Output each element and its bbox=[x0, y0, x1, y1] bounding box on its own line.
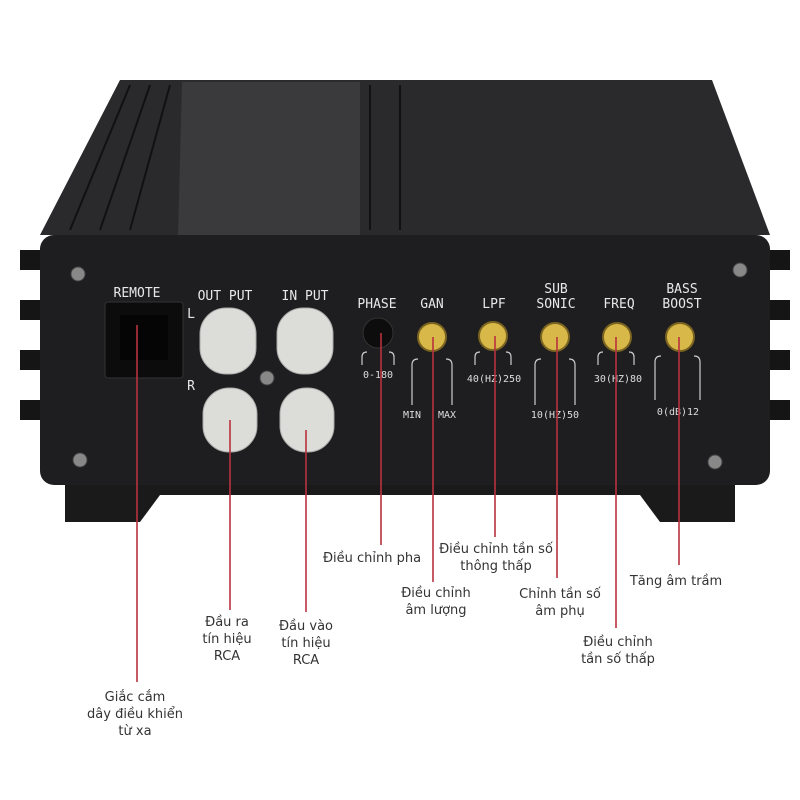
rca-connectors bbox=[199, 307, 335, 453]
label-lpf: LPF bbox=[482, 297, 506, 312]
gain-knob bbox=[417, 322, 447, 352]
callout-text: tần số thấp bbox=[581, 652, 655, 667]
callout-output: Đầu ra tín hiệu RCA bbox=[202, 614, 251, 665]
callout-text: tín hiệu bbox=[281, 636, 331, 651]
callout-text: Đầu vào bbox=[278, 619, 334, 634]
subsonic-knob bbox=[540, 322, 570, 352]
phase-range: 0-180 bbox=[363, 370, 393, 381]
output-rca-left bbox=[199, 307, 257, 375]
label-left: L bbox=[187, 307, 195, 322]
callout-text: Đầu ra bbox=[205, 615, 249, 630]
label-gain: GAN bbox=[420, 297, 443, 312]
bass-boost-knob bbox=[665, 322, 695, 352]
callout-freq: Điều chỉnh tần số thấp bbox=[581, 634, 655, 668]
knobs bbox=[417, 321, 695, 352]
label-sonic: SONIC bbox=[536, 297, 575, 312]
label-remote: REMOTE bbox=[114, 286, 161, 301]
screws bbox=[70, 262, 748, 470]
range-brackets bbox=[361, 351, 701, 405]
freq-knob bbox=[602, 322, 632, 352]
callout-text: Điều chỉnh bbox=[401, 586, 471, 601]
label-freq: FREQ bbox=[603, 297, 634, 312]
input-rca-right bbox=[279, 387, 335, 453]
callout-remote: Giắc cắm dây điều khiển từ xa bbox=[87, 689, 183, 740]
label-phase: PHASE bbox=[357, 297, 396, 312]
lpf-knob bbox=[478, 321, 508, 351]
callout-text: tín hiệu bbox=[202, 632, 252, 647]
subsonic-range: 10(HZ)50 bbox=[531, 410, 579, 421]
gain-max: MAX bbox=[438, 410, 456, 421]
callout-text: âm lượng bbox=[405, 603, 467, 618]
phase-button bbox=[362, 317, 394, 349]
callout-gain: Điều chỉnh âm lượng bbox=[401, 585, 471, 619]
callout-text: RCA bbox=[213, 649, 241, 664]
callout-phase: Điều chỉnh pha bbox=[323, 550, 421, 567]
callout-text: Điều chỉnh pha bbox=[322, 551, 422, 566]
gain-min: MIN bbox=[403, 410, 421, 421]
callout-text: RCA bbox=[292, 653, 320, 668]
label-right: R bbox=[187, 379, 195, 394]
lpf-range: 40(HZ)250 bbox=[467, 374, 521, 385]
callout-text: dây điều khiển bbox=[87, 707, 183, 722]
callout-text: thông thấp bbox=[460, 559, 532, 574]
callout-text: Giắc cắm bbox=[104, 690, 166, 705]
callout-lines bbox=[136, 325, 680, 682]
label-sub: SUB bbox=[544, 282, 568, 297]
callout-text: từ xa bbox=[118, 724, 152, 739]
speaker-grille bbox=[178, 82, 360, 235]
input-rca-left bbox=[276, 307, 334, 375]
freq-range: 30(HZ)80 bbox=[594, 374, 642, 385]
label-boost: BOOST bbox=[662, 297, 701, 312]
callout-text: Tăng âm trầm bbox=[629, 574, 723, 589]
label-input: IN PUT bbox=[282, 289, 329, 304]
remote-jack-socket bbox=[120, 315, 168, 360]
label-bass: BASS bbox=[666, 282, 697, 297]
callout-text: Điều chỉnh bbox=[583, 635, 653, 650]
callout-lpf: Điều chỉnh tần số thông thấp bbox=[439, 541, 553, 575]
callout-bass: Tăng âm trầm bbox=[630, 573, 722, 590]
label-output: OUT PUT bbox=[198, 289, 253, 304]
callout-text: âm phụ bbox=[535, 604, 585, 619]
callout-subsonic: Chỉnh tần số âm phụ bbox=[519, 586, 601, 620]
heatsink-fins bbox=[69, 84, 401, 231]
callout-input: Đầu vào tín hiệu RCA bbox=[279, 618, 333, 669]
callout-text: Điều chỉnh tần số bbox=[439, 542, 553, 557]
callout-text: Chỉnh tần số bbox=[519, 587, 601, 602]
bass-range: 0(dB)12 bbox=[657, 407, 699, 418]
